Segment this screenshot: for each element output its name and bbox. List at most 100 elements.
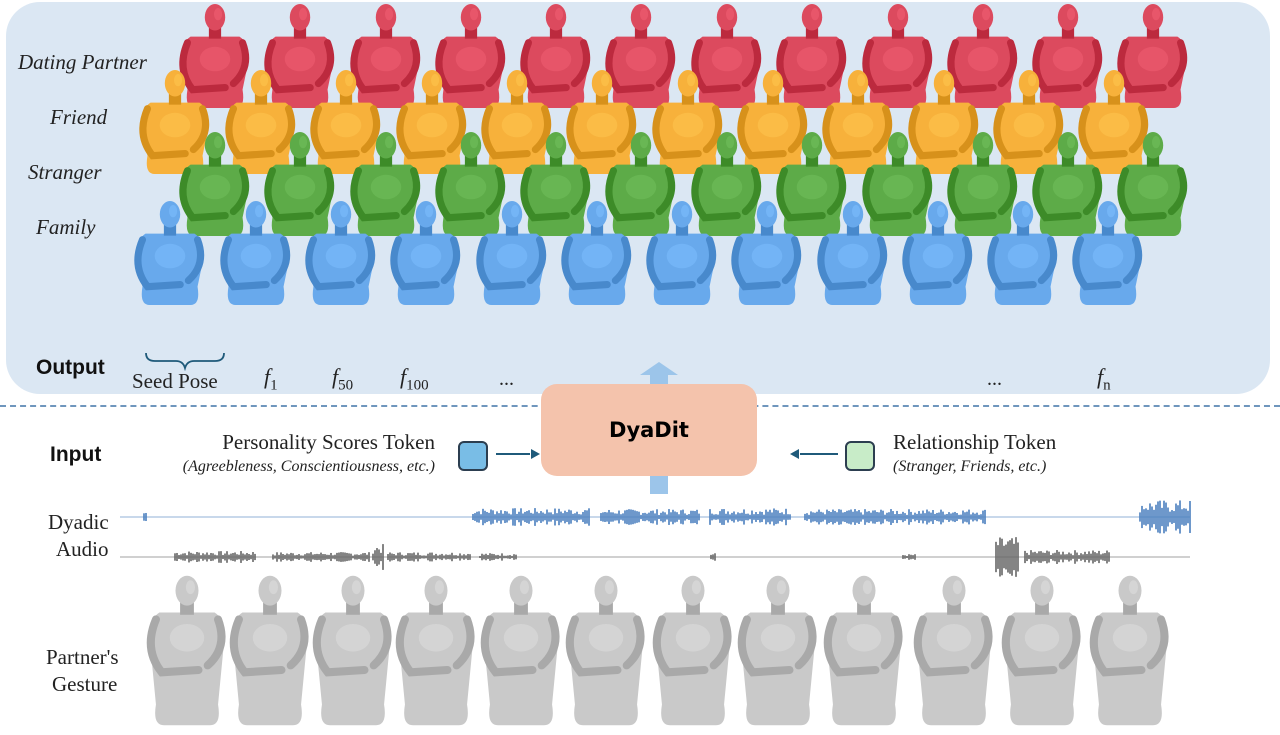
avatar-head-highlight <box>686 74 696 87</box>
avatar-arm <box>862 167 912 222</box>
avatar-figure <box>1032 3 1103 108</box>
avatar-chest <box>240 243 272 269</box>
avatar-chest <box>588 624 624 652</box>
avatar-head-highlight <box>1066 136 1076 149</box>
avatar-arm <box>229 39 250 88</box>
frame-label-f100: f100 <box>400 364 429 394</box>
avatar-arm <box>776 39 826 94</box>
avatar-figure <box>395 575 475 726</box>
avatar-arm <box>446 105 467 154</box>
avatar-chest <box>1024 624 1060 652</box>
avatar-arm <box>390 236 440 291</box>
avatar-arm <box>537 615 560 670</box>
avatar-arm <box>605 167 655 222</box>
avatar-arm <box>1082 39 1103 88</box>
frame-label-base: f <box>1097 364 1104 389</box>
avatar-arm <box>350 167 400 222</box>
avatar-chest <box>540 174 572 200</box>
avatar-figure <box>229 575 309 726</box>
avatar-arm <box>823 615 880 677</box>
avatar-chest <box>159 112 191 138</box>
avatar-arm <box>826 39 847 88</box>
frame-ellipsis-left: ... <box>499 368 514 390</box>
avatar-figure <box>134 200 205 305</box>
frame-label-base: f <box>400 364 407 389</box>
avatar-arm <box>435 39 485 94</box>
avatar-arm <box>652 615 709 677</box>
avatar-head-highlight <box>680 205 690 218</box>
avatar-figure <box>1117 3 1188 108</box>
row-label-dating-partner: Dating Partner <box>18 50 147 74</box>
avatar-arm <box>1089 615 1146 677</box>
avatar-head-highlight <box>268 580 279 595</box>
avatar-chest <box>625 174 657 200</box>
avatar-arm <box>709 615 732 670</box>
gesture-label-line2: Gesture <box>52 672 118 696</box>
up-arrow-shaft <box>650 374 668 384</box>
avatar-head-highlight <box>810 136 820 149</box>
family-avatar-row <box>134 200 1143 305</box>
avatar-figure <box>435 131 506 236</box>
avatar-chest <box>169 624 205 652</box>
avatar-chest <box>245 112 277 138</box>
avatar-figure <box>264 131 335 236</box>
avatar-head-highlight <box>384 136 394 149</box>
avatar-arm <box>400 167 421 216</box>
avatar-figure <box>435 3 506 108</box>
frame-label-sub: 1 <box>270 377 278 394</box>
avatar-figure <box>605 131 676 236</box>
avatar-head-highlight <box>515 74 525 87</box>
avatar-arm <box>520 167 570 222</box>
avatar-head-highlight <box>1027 74 1037 87</box>
avatar-figure <box>264 3 335 108</box>
avatar-head-highlight <box>344 74 354 87</box>
avatar-arm <box>179 39 229 94</box>
avatar-arm <box>1128 105 1149 154</box>
avatar-arm <box>146 615 203 677</box>
avatar-arm <box>396 105 446 160</box>
avatar-chest <box>837 243 869 269</box>
avatar-figure <box>862 131 933 236</box>
avatar-chest <box>846 624 882 652</box>
avatar-chest <box>199 174 231 200</box>
avatar-arm <box>794 615 817 670</box>
avatar-figure <box>390 200 461 305</box>
relationship-arrow-head <box>790 449 799 459</box>
avatar-arm <box>566 105 616 160</box>
avatar-head-highlight <box>851 205 861 218</box>
avatar-arm <box>440 236 461 285</box>
avatar-arm <box>696 236 717 285</box>
avatar-chest <box>967 46 999 72</box>
avatar-head-highlight <box>862 580 873 595</box>
avatar-arm <box>880 615 903 670</box>
avatar-head-highlight <box>776 580 787 595</box>
avatar-arm <box>987 236 1037 291</box>
avatar-arm <box>1167 39 1188 88</box>
avatar-figure <box>481 69 552 174</box>
avatar-figure <box>1089 575 1169 726</box>
avatar-figure <box>312 575 392 726</box>
avatar-arm <box>1146 615 1169 670</box>
avatar-figure <box>776 131 847 236</box>
personality-token-subtitle: (Agreebleness, Conscientiousness, etc.) <box>182 458 435 475</box>
avatar-head-highlight <box>810 8 820 21</box>
avatar-arm <box>179 167 229 222</box>
avatar-figure <box>225 69 296 174</box>
avatar-head-highlight <box>424 205 434 218</box>
frame-label-fn: fn <box>1097 364 1111 394</box>
avatar-head-highlight <box>298 136 308 149</box>
avatar-arm <box>702 105 723 154</box>
avatar-figure <box>652 69 723 174</box>
avatar-figure <box>913 575 993 726</box>
avatar-arm <box>997 39 1018 88</box>
avatar-arm <box>741 167 762 216</box>
avatar-head-highlight <box>519 580 530 595</box>
avatar-arm <box>997 167 1018 216</box>
avatar-arm <box>184 236 205 285</box>
avatar-figure <box>605 3 676 108</box>
avatar-chest <box>751 243 783 269</box>
avatar-chest <box>1112 624 1148 652</box>
avatar-arm <box>570 167 591 216</box>
avatar-head-highlight <box>168 205 178 218</box>
avatar-head-highlight <box>639 8 649 21</box>
